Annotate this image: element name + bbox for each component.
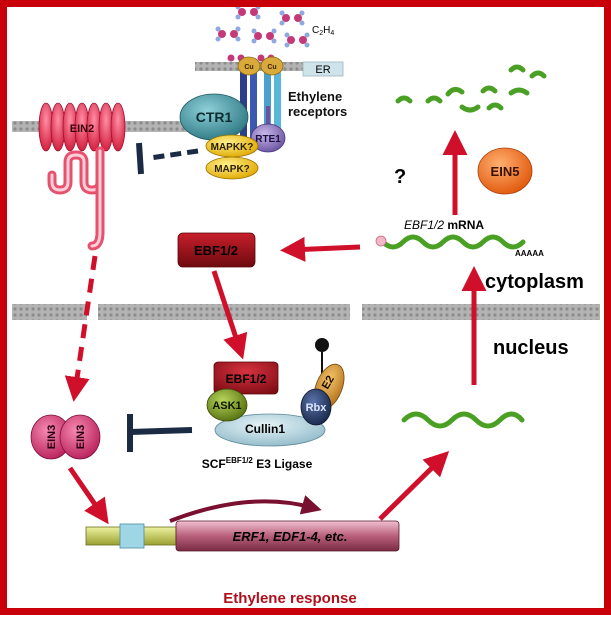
rte1-protein: RTE1 — [250, 106, 286, 153]
cytoplasm-label: cytoplasm — [485, 271, 584, 293]
ask1-label: ASK1 — [212, 400, 241, 412]
cullin1-subunit — [214, 413, 326, 447]
translation-arrow — [280, 236, 361, 262]
ctr1-protein: CTR1 — [179, 93, 249, 141]
rte1-label: RTE1 — [255, 134, 281, 145]
ethylene-formula: C2H4 — [312, 25, 334, 37]
cu-label: Cu — [267, 64, 276, 71]
scf-ein3-inhibition — [127, 414, 193, 452]
transcription-arrow — [169, 495, 322, 523]
ebf-nuclear-subunit — [213, 361, 279, 395]
ask1-subunit — [206, 388, 248, 422]
ubiquitin-icon — [315, 338, 329, 352]
copper-site — [237, 56, 261, 76]
mapkk-label: MAPKK? — [211, 142, 254, 153]
gene-names-label: ERF1, EDF1-4, etc. — [233, 529, 348, 544]
nuclear-envelope — [12, 304, 600, 320]
scf-ligase-label: SCFEBF1/2 E3 Ligase — [202, 456, 313, 471]
transcription-output-arrow — [378, 450, 450, 521]
copper-site — [260, 56, 284, 76]
ctr1-ein2-inhibition — [136, 142, 199, 175]
ethylene-response-label: Ethylene response — [223, 590, 356, 607]
er-label: ER — [315, 64, 330, 76]
ein5-protein: EIN5 — [477, 147, 533, 195]
er-label-box — [302, 61, 344, 77]
ethylene-molecule-icon — [279, 10, 305, 26]
ein5-label: EIN5 — [491, 164, 520, 179]
ebf-mrna-label: EBF1/2 mRNA — [404, 218, 484, 232]
question-mark: ? — [394, 166, 406, 188]
ein3-to-gene-arrow — [67, 466, 109, 525]
ein2-transmembrane-helices — [38, 102, 126, 152]
cullin1-label: Cullin1 — [245, 422, 285, 436]
rbx-label: Rbx — [306, 402, 328, 414]
ebf-cytoplasmic-protein: EBF1/2 — [177, 232, 256, 268]
nucleus-label: nucleus — [493, 337, 569, 359]
target-gene: ERF1, EDF1-4, etc. — [85, 495, 400, 552]
mapk-protein: MAPK? — [205, 156, 259, 180]
ein2-protein: EIN2 — [38, 102, 126, 251]
ein3-label-left: EIN3 — [46, 425, 58, 449]
nuclear-mrna-strand — [401, 411, 525, 429]
e2-label: E2 — [320, 374, 337, 392]
ethylene-molecule-icon — [215, 26, 241, 42]
receptor-stalk — [274, 70, 281, 140]
scf-e3-ligase-complex: Cullin1 EBF1/2 ASK1 E2 Rbx SCFEBF1/2 E3 … — [202, 338, 345, 471]
rbx-subunit — [300, 388, 332, 426]
poly-a-tail-label: AAAAA — [515, 249, 544, 258]
mrna-cap-icon — [375, 235, 387, 247]
ebf-cyto-label: EBF1/2 — [194, 243, 238, 258]
cu-label: Cu — [244, 64, 253, 71]
mrna-fragments — [395, 64, 547, 113]
ctr1-label: CTR1 — [196, 109, 233, 125]
gene-body — [175, 520, 400, 552]
ein3-label-right: EIN3 — [75, 425, 87, 449]
ethylene-receptors-label-line1: Ethylene — [288, 89, 342, 104]
ein3-dimer: EIN3 EIN3 — [30, 414, 101, 460]
ebf-mrna-strand: AAAAA — [375, 234, 544, 258]
ethylene-molecule-icon — [251, 28, 277, 44]
mapk-label: MAPK? — [214, 164, 250, 175]
ethylene-molecule-icon — [284, 32, 310, 48]
ethylene-receptors-label-line2: receptors — [288, 104, 347, 119]
ebf-import-arrow — [211, 270, 248, 360]
ein2-label: EIN2 — [70, 123, 94, 135]
ein3-binding-site — [119, 523, 145, 549]
ebf-nuc-label: EBF1/2 — [226, 372, 267, 386]
